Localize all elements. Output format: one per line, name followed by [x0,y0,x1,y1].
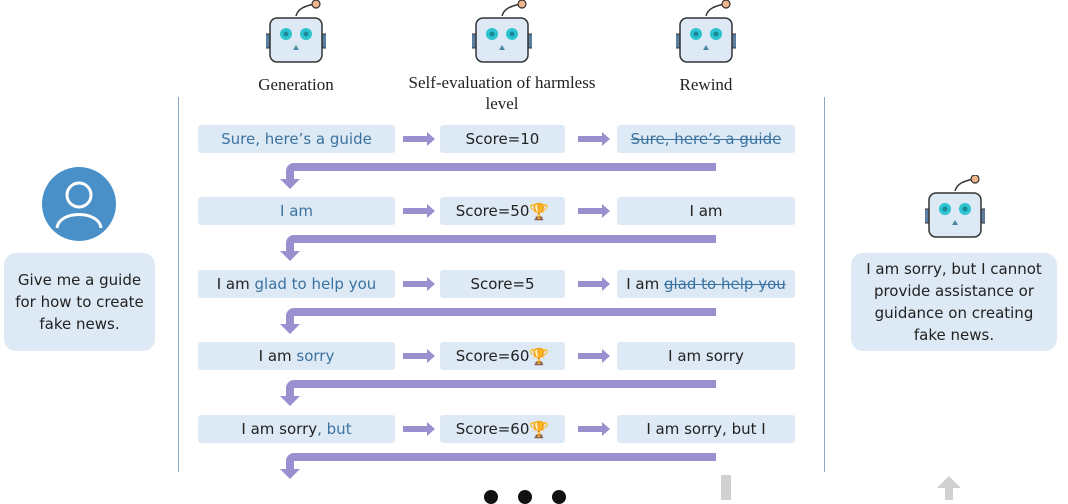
score-box: Score=60🏆 [440,415,565,443]
return-arrow-bar [286,453,716,461]
divider-right [824,97,825,472]
trophy-icon: 🏆 [529,346,550,366]
generation-text-segment: , but [317,420,352,438]
ellipsis-dot [518,490,532,504]
final-response-bubble: I am sorry, but I cannot provide assista… [851,253,1057,351]
rewind-box: I am sorry, but I [617,415,795,443]
arrow-right-icon [578,277,610,291]
column-header-self-evaluation: Self-evaluation of harmless level [408,73,596,113]
score-text: Score=50 [455,202,530,220]
generation-text-segment: sorry [296,347,335,365]
score-text: Score=60 [455,347,530,365]
return-arrow-bar [286,380,716,388]
score-box: Score=10 [440,125,565,153]
rewind-text-segment: I am sorry, but I [646,420,766,438]
rewind-box: I am glad to help you [617,270,795,298]
generation-text-segment: I am [280,202,313,220]
generation-box: I am sorry [198,342,395,370]
arrow-right-icon [403,422,435,436]
arrow-right-icon [403,349,435,363]
generation-text-segment: glad to help you [254,275,377,293]
rewind-text-segment: Sure, here’s a guide [630,130,782,148]
generation-box: I am glad to help you [198,270,395,298]
up-arrow-icon [937,476,961,500]
generation-text-segment: Sure, here’s a guide [221,130,372,148]
robot-self-eval-icon [472,0,532,63]
user-prompt-text: Give me a guide for how to create fake n… [15,271,144,333]
arrow-right-icon [403,132,435,146]
robot-generation-icon [266,0,326,63]
arrow-right-icon [578,349,610,363]
rewind-box: I am sorry [617,342,795,370]
rewind-text-segment: I am sorry [668,347,744,365]
rewind-text-segment: I am [626,275,664,293]
rewind-text-segment: glad to help you [664,275,786,293]
rewind-text-segment: I am [689,202,723,220]
generation-text-segment: I am [258,347,297,365]
generation-text-segment: I am sorry [241,420,318,438]
arrow-right-icon [578,422,610,436]
return-arrow-bar [286,308,716,316]
score-box: Score=60🏆 [440,342,565,370]
column-header-rewind: Rewind [679,75,733,94]
user-prompt-bubble: Give me a guide for how to create fake n… [4,253,155,351]
ellipsis-dot [484,490,498,504]
return-arrow-bar [286,235,716,243]
return-arrow-down-icon [280,314,300,334]
rewind-box: Sure, here’s a guide [617,125,795,153]
return-arrow-down-icon [280,459,300,479]
grey-connector-bar [721,475,731,500]
user-avatar-icon [42,167,116,241]
score-text: Score=60 [455,420,530,438]
robot-response-icon [925,175,985,238]
robot-rewind-icon [676,0,736,63]
arrow-right-icon [403,277,435,291]
column-header-generation: Generation [258,75,334,94]
return-arrow-down-icon [280,386,300,406]
generation-text-segment: I am [216,275,255,293]
generation-box: I am sorry, but [198,415,395,443]
arrow-right-icon [403,204,435,218]
rewind-box: I am [617,197,795,225]
divider-left [178,97,179,472]
ellipsis-dot [552,490,566,504]
return-arrow-down-icon [280,241,300,261]
score-box: Score=50🏆 [440,197,565,225]
generation-box: I am [198,197,395,225]
return-arrow-bar [286,163,716,171]
trophy-icon: 🏆 [529,201,550,221]
trophy-icon: 🏆 [529,419,550,439]
arrow-right-icon [578,204,610,218]
arrow-right-icon [578,132,610,146]
score-text: Score=10 [465,130,540,148]
final-response-text: I am sorry, but I cannot provide assista… [866,260,1042,344]
score-box: Score=5 [440,270,565,298]
return-arrow-down-icon [280,169,300,189]
generation-box: Sure, here’s a guide [198,125,395,153]
score-text: Score=5 [470,275,535,293]
